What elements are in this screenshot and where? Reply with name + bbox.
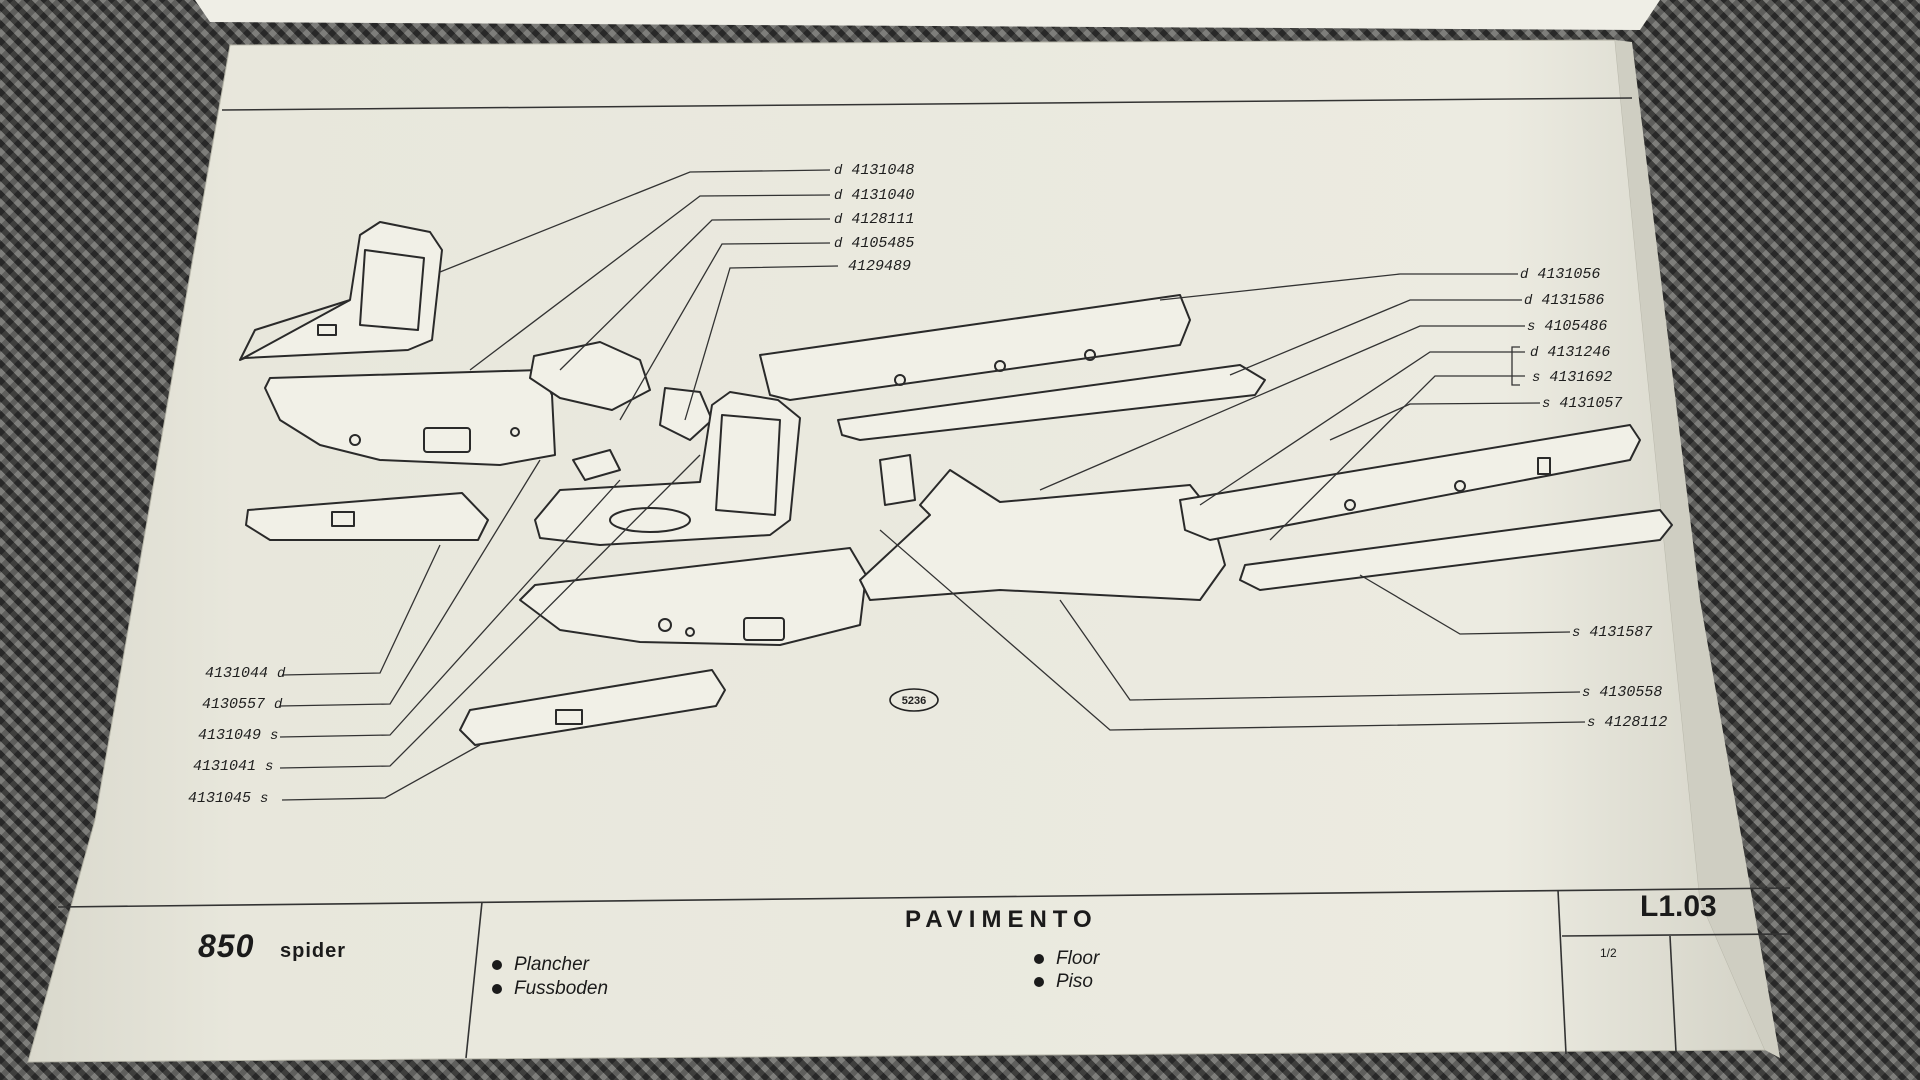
- part-lowest-sill: [1239, 509, 1673, 591]
- callout-top-4: 4129489: [848, 258, 911, 275]
- bullet-dot: [1034, 976, 1044, 987]
- callout-top-2: d 4128111: [834, 211, 914, 228]
- callout-top-3: d 4105485: [834, 235, 914, 252]
- callout-right-2: s 4105486: [1527, 318, 1607, 335]
- model-name: spider: [280, 940, 347, 962]
- callout-right-0: d 4131056: [1520, 266, 1600, 283]
- callout-left-2: 4131049 s: [198, 727, 278, 744]
- page-title: PAVIMENTO: [905, 906, 1098, 933]
- callout-right-8: s 4128112: [1587, 714, 1667, 731]
- callout-right-4: s 4131692: [1532, 369, 1612, 386]
- translation-english-text: Floor: [1056, 948, 1100, 969]
- part-second-rail: [837, 364, 1266, 441]
- callouts-top: d 4131048 d 4131040 d 4128111 d 4105485 …: [834, 162, 914, 275]
- figure-badge-text: 5236: [902, 695, 926, 707]
- part-cross-member-lower: [459, 669, 726, 746]
- top-rule: [221, 97, 1633, 111]
- leader-lines: [279, 169, 1586, 801]
- callouts-right: d 4131056 d 4131586 s 4105486 d 4131246 …: [1520, 266, 1667, 731]
- translation-german: Fussboden: [492, 978, 608, 1000]
- translation-english: Floor: [1034, 948, 1099, 970]
- bullet-dot: [1034, 953, 1044, 964]
- sheet-number: 1/2: [1600, 946, 1617, 960]
- part-seat-pan-centre: [534, 391, 801, 546]
- part-heel-panel-lower: [519, 547, 867, 646]
- callout-right-1: d 4131586: [1524, 292, 1604, 309]
- part-cross-member-left: [245, 492, 489, 541]
- parts-group: [239, 221, 1673, 746]
- catalog-code: L1.03: [1640, 890, 1717, 923]
- translation-german-text: Fussboden: [514, 978, 609, 999]
- translation-spanish-text: Piso: [1056, 971, 1093, 992]
- callout-left-0: 4131044 d: [205, 665, 286, 682]
- callout-top-1: d 4131040: [834, 187, 914, 204]
- translation-french: Plancher: [492, 954, 589, 976]
- part-heel-panel-upper: [264, 369, 556, 466]
- part-lower-sill: [1179, 424, 1641, 541]
- previous-page-edge: [195, 0, 1660, 30]
- model-number: 850: [198, 928, 255, 964]
- callout-right-6: s 4131587: [1572, 624, 1652, 641]
- bullet-dot: [492, 983, 502, 994]
- callouts-left: 4131044 d 4130557 d 4131049 s 4131041 s …: [188, 665, 286, 807]
- callout-left-1: 4130557 d: [202, 696, 283, 713]
- title-block-frame: [57, 887, 1791, 1059]
- callout-right-5: s 4131057: [1542, 395, 1622, 412]
- callout-left-4: 4131045 s: [188, 790, 268, 807]
- page-stack-edge: [1615, 40, 1780, 1058]
- part-side-plate: [572, 449, 621, 481]
- figure-badge: 5236: [889, 688, 939, 712]
- part-upper-rail: [759, 294, 1191, 401]
- part-bracket: [529, 341, 713, 441]
- callout-right-7: s 4130558: [1582, 684, 1662, 701]
- callout-top-0: d 4131048: [834, 162, 914, 179]
- part-seat-pan-top-left: [239, 221, 443, 361]
- translation-french-text: Plancher: [514, 954, 589, 975]
- callout-right-3: d 4131246: [1530, 344, 1610, 361]
- callout-left-3: 4131041 s: [193, 758, 273, 775]
- bullet-dot: [492, 959, 502, 970]
- translation-spanish: Piso: [1034, 971, 1093, 993]
